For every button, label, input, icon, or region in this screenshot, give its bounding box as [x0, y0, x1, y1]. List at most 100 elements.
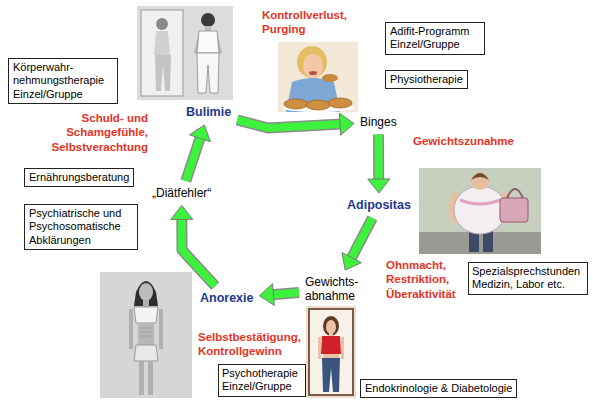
therapy-box: Physiotherapie [385, 70, 468, 89]
anorexia-photo [134, 307, 158, 323]
mirror-girl-photo [309, 309, 353, 395]
anorexia-photo [138, 323, 154, 345]
obese-photo [471, 173, 489, 180]
cycle-arrow [186, 125, 211, 181]
node-text: „Diätfehler“ [152, 186, 211, 200]
node-text: Ernährungsberatung [29, 171, 129, 184]
mirror-girl-photo [326, 320, 336, 334]
eating-photo [284, 99, 308, 109]
stage-term: Binges [358, 114, 399, 130]
node-text: Adifit-Programm Einzel/Gruppe [390, 25, 480, 52]
node-text: Bulimie [186, 105, 231, 120]
cycle-arrow [342, 218, 372, 270]
node-text: Körperwahr-nehmungstherapie Einzel/Grupp… [13, 61, 113, 101]
node-text: Psychiatrische und Psychosomatische Abkl… [29, 207, 133, 247]
edge-label: Schuld- und Schamgefühle, Selbstverachtu… [44, 111, 148, 154]
cycle-arrow [237, 113, 354, 135]
eating-photo [303, 54, 323, 78]
obese-photo [419, 168, 541, 254]
therapy-box: Ernährungsberatung [24, 168, 134, 187]
edge-label: Selbstbestätigung, Kontrollgewinn [198, 330, 302, 359]
edge-label: Ohnmacht, Restriktion, Überaktivität [386, 258, 466, 301]
obese-photo [460, 200, 500, 204]
node-text: Binges [360, 115, 397, 129]
mirror-photo [197, 31, 219, 53]
anorexia-photo [100, 272, 192, 398]
stage-term: Gewichts-abnahme [303, 274, 367, 305]
arrow-shaft [271, 292, 299, 294]
arrow-head [260, 284, 275, 306]
anorexia-photo [159, 309, 163, 349]
arrow-outline [351, 218, 373, 259]
eating-photo [278, 42, 358, 112]
node-text: Psychotherapie Einzel/Gruppe [222, 367, 302, 394]
therapy-box: Körperwahr-nehmungstherapie Einzel/Grupp… [8, 58, 118, 104]
mirror-photo [141, 10, 183, 96]
mirror-girl-photo [322, 358, 340, 392]
eating-photo [328, 98, 352, 108]
obese-photo [500, 198, 528, 222]
therapy-box: Endokrinologie & Diabetologie [360, 379, 517, 398]
mirror-photo [197, 53, 219, 93]
eating-photo [309, 71, 317, 75]
arrow-shaft [182, 217, 215, 286]
mirror-photo [201, 13, 215, 27]
mirror-photo [154, 31, 170, 55]
edge-label: Kontrollverlust, Purging [262, 8, 358, 37]
mirror-girl-photo [323, 354, 339, 358]
obese-photo [471, 172, 489, 190]
anorexia-photo [134, 345, 158, 361]
anorexia-photo [139, 283, 153, 301]
anorexia-photo [129, 309, 133, 349]
eating-photo [306, 100, 330, 110]
stage-term: „Diätfehler“ [150, 185, 213, 201]
arrow-outline [271, 292, 299, 294]
anorexia-photo [100, 272, 192, 398]
node-text: Spezialsprechstunden Medizin, Labor etc. [472, 265, 584, 292]
node-text: Gewichts-abnahme [305, 275, 365, 304]
mirror-photo [137, 6, 233, 100]
obese-photo [454, 186, 506, 234]
eating-photo [297, 46, 327, 78]
therapy-box: Psychiatrische und Psychosomatische Abkl… [24, 204, 138, 250]
cycle-arrow [368, 134, 390, 193]
mirror-photo [155, 55, 171, 91]
mirror-girl-photo [341, 337, 344, 359]
obese-photo [507, 189, 523, 198]
mirror-girl-photo [321, 336, 341, 354]
arrow-shaft [186, 136, 201, 181]
arrow-shaft [351, 218, 373, 259]
mirror-photo [137, 6, 233, 100]
arrow-shaft [237, 120, 342, 128]
therapy-box: Spezialsprechstunden Medizin, Labor etc. [468, 262, 588, 295]
obese-photo [419, 168, 541, 254]
node-text: Endokrinologie & Diabetologie [365, 382, 512, 395]
arrow-head [190, 125, 211, 142]
anorexia-photo [148, 361, 153, 395]
eating-photo [322, 74, 338, 82]
arrow-outline [373, 134, 384, 181]
disorder-term: Adipositas [345, 197, 413, 214]
arrow-outline [186, 136, 201, 181]
anorexia-photo [140, 328, 152, 336]
mirror-photo [156, 18, 168, 30]
mirror-girl-photo [323, 316, 339, 336]
therapy-box: Psychotherapie Einzel/Gruppe [218, 364, 306, 397]
cycle-arrow [171, 205, 215, 286]
node-text: Anorexie [200, 291, 254, 306]
anorexia-photo [139, 361, 144, 395]
arrow-shaft [374, 134, 382, 181]
mirror-girl-photo [306, 306, 356, 398]
node-text: Adipositas [347, 198, 411, 213]
obese-photo [419, 232, 541, 254]
arrow-head [368, 179, 390, 193]
arrow-head [342, 252, 361, 270]
therapy-box: Adifit-Programm Einzel/Gruppe [385, 22, 485, 55]
disorder-term: Bulimie [184, 104, 233, 121]
arrow-outline [237, 120, 342, 128]
mirror-girl-photo [306, 306, 356, 398]
arrow-outline [182, 217, 215, 286]
node-text: Physiotherapie [390, 73, 463, 86]
mirror-photo [205, 26, 211, 31]
